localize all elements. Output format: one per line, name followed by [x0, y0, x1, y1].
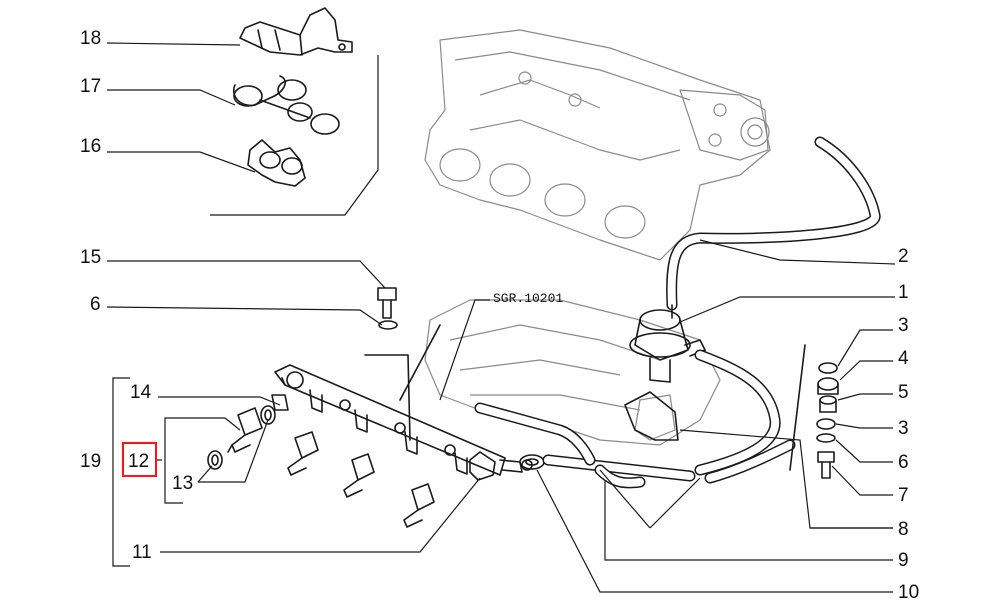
- bolt-part-15: [377, 287, 397, 319]
- injector-4: [403, 483, 435, 528]
- label-6-right: 6: [898, 452, 909, 473]
- washer-part-6-top: [378, 320, 398, 330]
- fuel-return-hose: [694, 349, 781, 476]
- label-18: 18: [80, 28, 101, 49]
- label-4: 4: [898, 348, 909, 369]
- seal-ring-part-13: [207, 405, 276, 470]
- injector-1: [227, 407, 263, 453]
- group-outline-top: [210, 55, 379, 216]
- injector-3: [343, 453, 375, 498]
- label-7: 7: [898, 485, 909, 506]
- mounting-bracket-part-8: [624, 391, 679, 441]
- intake-manifold-background: [424, 29, 771, 261]
- label-11: 11: [132, 542, 152, 563]
- injector-2: [287, 431, 319, 476]
- highlight-box: [121, 441, 158, 478]
- vacuum-hose-part-2: [666, 136, 881, 311]
- pressure-regulator-part-1: [629, 304, 706, 383]
- label-12: 12: [128, 451, 149, 472]
- fuel-feed-hose-part-9: [542, 439, 796, 489]
- label-5: 5: [898, 382, 909, 403]
- label-9: 9: [898, 550, 909, 571]
- group-bracket-19: [112, 377, 130, 567]
- label-10: 10: [898, 582, 919, 600]
- label-6-left: 6: [90, 294, 101, 315]
- leader-lines: [106, 42, 896, 593]
- group-bracket-12: [164, 417, 183, 504]
- rail-mounting-stud: [364, 324, 441, 441]
- label-1: 1: [898, 282, 909, 303]
- bracket-part-18: [239, 7, 353, 56]
- label-19: 19: [80, 451, 101, 472]
- label-15: 15: [80, 247, 101, 268]
- label-16: 16: [80, 136, 101, 157]
- label-13: 13: [172, 473, 193, 494]
- double-clip-part-17: [233, 75, 340, 135]
- reference-code: SGR.10201: [493, 291, 563, 306]
- label-3-lower: 3: [898, 418, 909, 439]
- label-17: 17: [80, 76, 101, 97]
- label-3-upper: 3: [898, 315, 909, 336]
- label-8: 8: [898, 519, 909, 540]
- engine-block-background: [424, 299, 721, 446]
- fuel-rail-part-11: [274, 364, 533, 481]
- small-parts-stack: [789, 344, 839, 479]
- connecting-hose: [474, 402, 596, 466]
- label-2: 2: [898, 246, 909, 267]
- label-14: 14: [130, 382, 152, 403]
- clip-part-16: [247, 139, 306, 187]
- clip-part-14: [271, 394, 289, 411]
